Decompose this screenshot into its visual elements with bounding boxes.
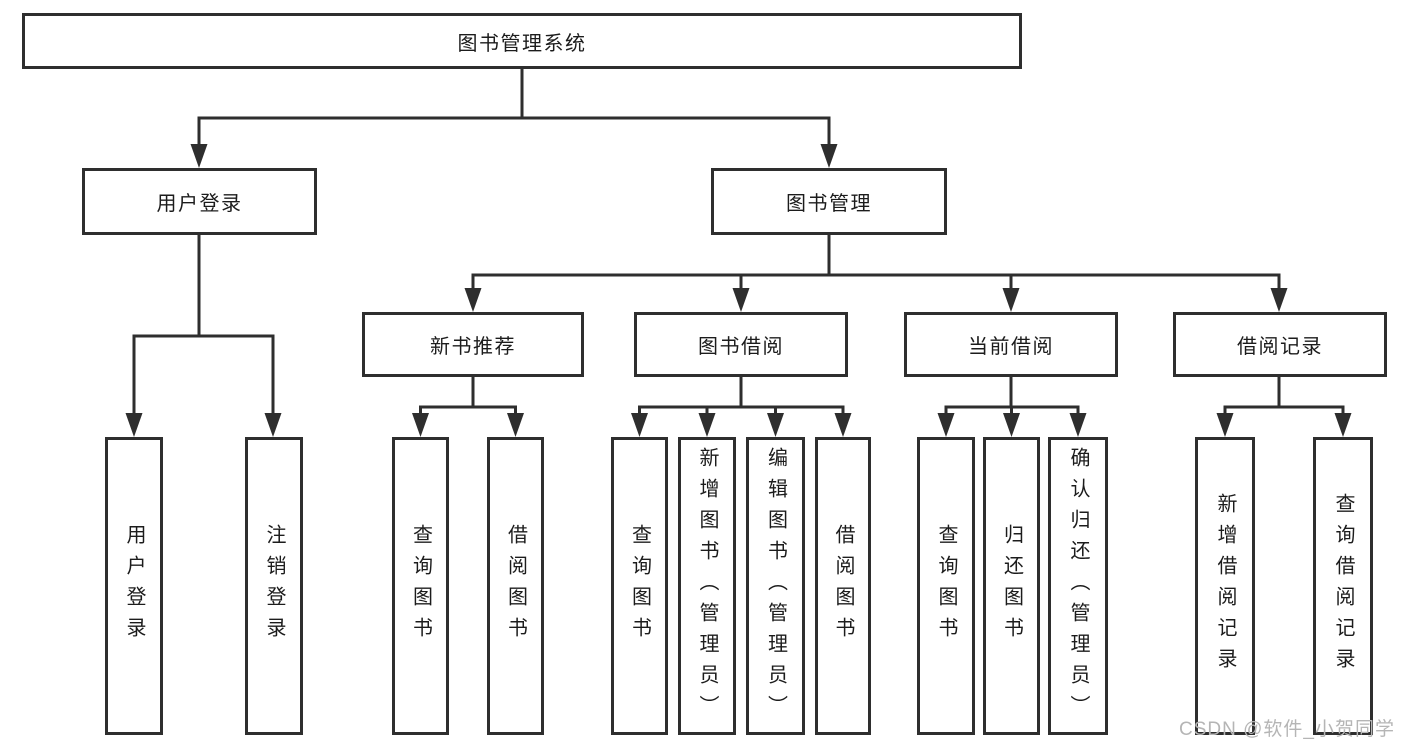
edge-new-book-recommendation-children	[419, 377, 517, 418]
node-label: 借阅图书	[504, 524, 527, 648]
csdn-watermark: CSDN @软件_小贺同学	[1179, 719, 1395, 740]
node-label: 借阅记录	[1237, 336, 1323, 358]
node-borrowing-records: 借阅记录	[1173, 312, 1387, 377]
node-label: 编辑图书（管理员）	[764, 446, 787, 726]
leaf-add-books-admin: 新增图书（管理员）	[678, 437, 736, 735]
node-label: 图书管理系统	[457, 32, 587, 55]
leaf-logout: 注销登录	[245, 437, 303, 735]
node-book-management: 图书管理	[711, 168, 947, 235]
node-label: 注销登录	[263, 524, 285, 648]
edge-book-borrowing-children	[638, 377, 845, 418]
node-new-book-recommendation: 新书推荐	[362, 312, 584, 377]
node-label: 图书借阅	[698, 336, 784, 358]
node-label: 新增借阅记录	[1214, 493, 1236, 679]
node-user-login: 用户登录	[82, 168, 317, 235]
node-label: 用户登录	[156, 193, 243, 215]
leaf-return-books: 归还图书	[983, 437, 1040, 735]
node-label: 确认归还（管理员）	[1067, 446, 1089, 726]
node-current-borrowing: 当前借阅	[904, 312, 1118, 377]
node-label: 新书推荐	[430, 336, 516, 358]
leaf-borrow-books-recommend: 借阅图书	[487, 437, 544, 735]
leaf-query-books-current: 查询图书	[917, 437, 975, 735]
node-label: 查询图书	[935, 524, 957, 648]
leaf-query-books-recommend: 查询图书	[392, 437, 449, 735]
node-label: 查询图书	[409, 524, 432, 648]
node-label: 查询借阅记录	[1332, 493, 1354, 679]
edge-book-management-children	[471, 235, 1281, 294]
leaf-borrow-books: 借阅图书	[815, 437, 871, 735]
leaf-query-books-borrowing: 查询图书	[611, 437, 668, 735]
node-root-library-management-system: 图书管理系统	[22, 13, 1022, 69]
edge-borrowing-records-children	[1223, 377, 1345, 418]
leaf-query-borrow-record: 查询借阅记录	[1313, 437, 1373, 735]
node-label: 当前借阅	[968, 336, 1054, 358]
arrowheads	[125, 144, 1352, 437]
node-label: 用户登录	[123, 524, 145, 648]
leaf-add-borrow-record: 新增借阅记录	[1195, 437, 1255, 735]
leaf-edit-books-admin: 编辑图书（管理员）	[746, 437, 805, 735]
edge-root-to-level2	[197, 69, 831, 150]
leaf-confirm-return-admin: 确认归还（管理员）	[1048, 437, 1108, 735]
edge-user-login-children	[132, 235, 275, 418]
node-label: 归还图书	[1000, 524, 1023, 648]
node-book-borrowing: 图书借阅	[634, 312, 848, 377]
node-label: 查询图书	[628, 524, 651, 648]
node-label: 借阅图书	[832, 524, 854, 648]
node-label: 新增图书（管理员）	[696, 446, 718, 726]
edge-current-borrowing-children	[944, 377, 1080, 418]
leaf-user-login: 用户登录	[105, 437, 163, 735]
node-label: 图书管理	[786, 193, 872, 215]
